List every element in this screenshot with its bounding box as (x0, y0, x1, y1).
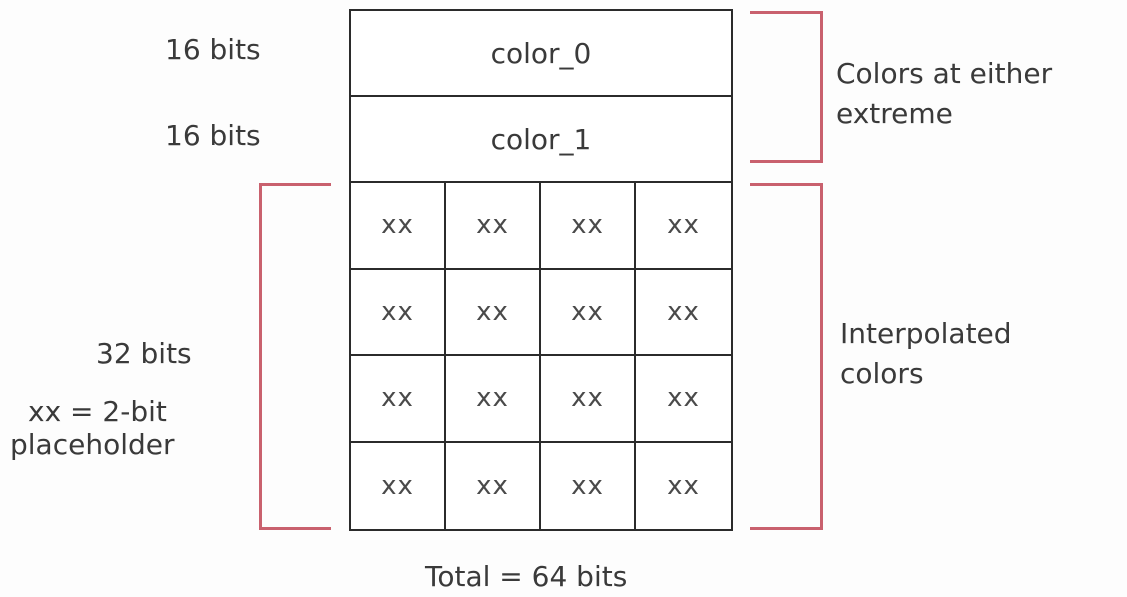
color0-bits-label: 16 bits (165, 33, 261, 66)
grid-bits-label: 32 bits (96, 337, 192, 370)
grid-cell: xx (446, 183, 541, 270)
extremes-right-bracket (750, 11, 823, 163)
grid-cell: xx (351, 183, 446, 270)
grid-cell: xx (446, 442, 541, 529)
grid-left-bracket (259, 183, 331, 530)
color0-label: color_0 (490, 36, 592, 70)
placeholder-grid: xx xx xx xx xx xx xx xx xx xx xx xx xx x… (349, 181, 733, 531)
interpolated-label-line2: colors (840, 357, 924, 390)
placeholder-legend-line1: xx = 2-bit (28, 395, 167, 428)
grid-cell: xx (541, 183, 636, 270)
grid-cell: xx (667, 470, 700, 501)
grid-cell: xx (351, 269, 446, 356)
grid-cell: xx (351, 442, 446, 529)
grid-cell: xx (541, 442, 636, 529)
grid-cell: xx (446, 269, 541, 356)
total-bits-label: Total = 64 bits (425, 560, 628, 593)
grid-cell: xx (446, 356, 541, 443)
color1-bits-label: 16 bits (165, 119, 261, 152)
interpolated-label-line1: Interpolated (840, 317, 1012, 350)
color0-box: color_0 (349, 9, 733, 97)
interpolated-right-bracket (750, 183, 823, 530)
color1-label: color_1 (490, 122, 592, 156)
grid-cell: xx (636, 356, 731, 443)
grid-cell: xx (541, 269, 636, 356)
color1-box: color_1 (349, 95, 733, 183)
extremes-label-line1: Colors at either (836, 57, 1053, 90)
grid-cell: xx (541, 356, 636, 443)
grid-cell: xx (636, 270, 731, 356)
extremes-label-line2: extreme (836, 97, 953, 130)
grid-cell: xx (636, 183, 731, 270)
placeholder-legend-line2: placeholder (10, 428, 175, 461)
grid-cell: xx (351, 356, 446, 443)
